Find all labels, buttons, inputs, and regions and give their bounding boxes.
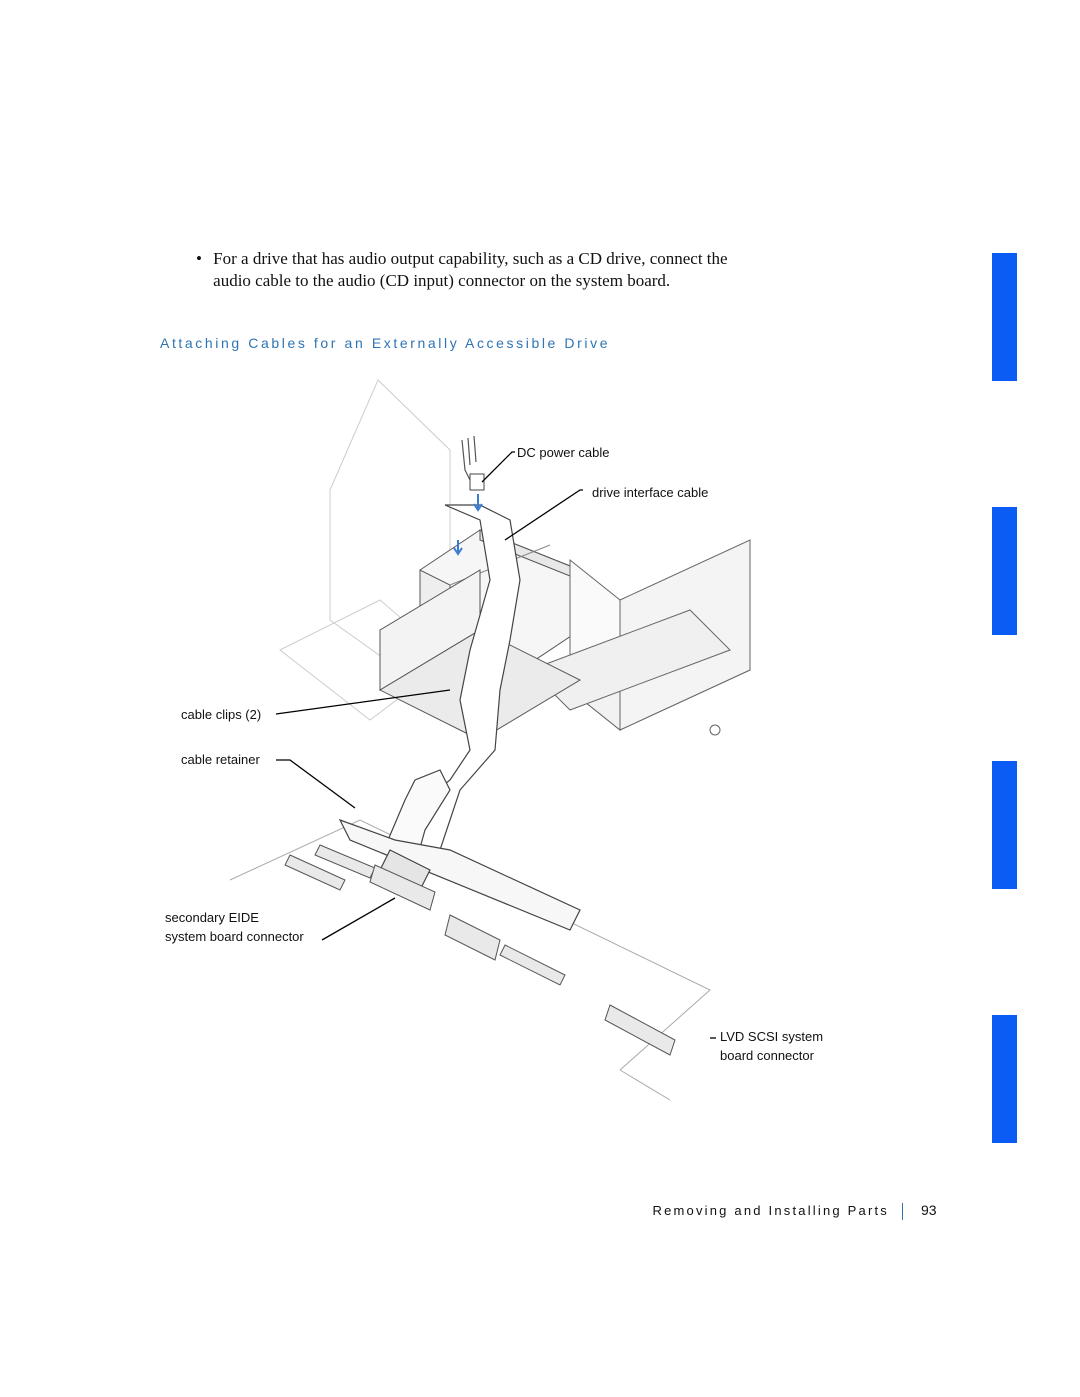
bullet-item: • For a drive that has audio output capa… [196, 248, 736, 292]
footer-chapter-title: Removing and Installing Parts [652, 1203, 889, 1218]
callout-cable-retainer: cable retainer [181, 752, 260, 767]
callout-dc-power-cable: DC power cable [517, 445, 610, 460]
bullet-text: For a drive that has audio output capabi… [213, 249, 728, 290]
callout-secondary-eide: secondary EIDE system board connector [165, 908, 304, 946]
callout-cable-clips: cable clips (2) [181, 707, 262, 722]
callout-drive-interface-cable: drive interface cable [592, 485, 709, 500]
callout-lvd-scsi-line2: board connector [720, 1048, 814, 1063]
footer-separator [902, 1203, 903, 1220]
drive-illustration [229, 379, 751, 1101]
section-heading: Attaching Cables for an Externally Acces… [160, 335, 611, 351]
callout-secondary-eide-line2: system board connector [165, 929, 304, 944]
side-tab-4 [992, 1015, 1017, 1143]
bullet-mark: • [196, 249, 202, 268]
side-tab-1 [992, 253, 1017, 381]
side-tab-3 [992, 761, 1017, 889]
footer-page-number: 93 [921, 1202, 937, 1218]
callout-secondary-eide-line1: secondary EIDE [165, 910, 259, 925]
callout-lvd-scsi: LVD SCSI system board connector [720, 1027, 823, 1065]
callout-lvd-scsi-line1: LVD SCSI system [720, 1029, 824, 1044]
cable-attachment-figure: DC power cable drive interface cable cab… [150, 370, 870, 1110]
side-tab-2 [992, 507, 1017, 635]
